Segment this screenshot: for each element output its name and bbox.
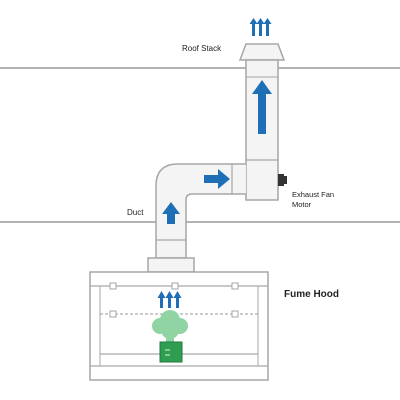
exhaust-fan-label-line2: Motor: [292, 200, 312, 209]
exhaust-fan-label-line1: Exhaust Fan: [292, 190, 334, 199]
hood-intake-arrow: [165, 291, 174, 308]
roof-exhaust-arrow: [256, 18, 265, 36]
fume-hood-label: Fume Hood: [284, 289, 339, 300]
baffle-slot: [171, 282, 179, 290]
roof-exhaust-arrows: [249, 18, 272, 36]
baffle-slot: [231, 310, 239, 318]
roof-stack-cap: [238, 43, 286, 61]
baffle-slot: [231, 282, 239, 290]
horizontal-flow-arrow: [204, 169, 230, 189]
exhaust-fan-motor: [278, 174, 284, 186]
baffle-slot: [109, 310, 117, 318]
hood-intake-arrow: [157, 291, 166, 308]
fume-cloud: [152, 310, 188, 346]
duct-flow-arrow: [162, 202, 180, 224]
roof-exhaust-arrow: [263, 18, 272, 36]
beaker: [159, 341, 183, 363]
stack-flow-arrow: [252, 80, 272, 134]
duct-label: Duct: [127, 208, 144, 217]
roof-stack-label: Roof Stack: [182, 44, 222, 53]
duct-collar: [147, 257, 195, 273]
baffle-slot: [109, 282, 117, 290]
roof-exhaust-arrow: [249, 18, 258, 36]
hood-intake-arrow: [173, 291, 182, 308]
hood-intake-arrows: [157, 291, 182, 308]
exhaust-fan-motor-cap: [284, 176, 287, 184]
